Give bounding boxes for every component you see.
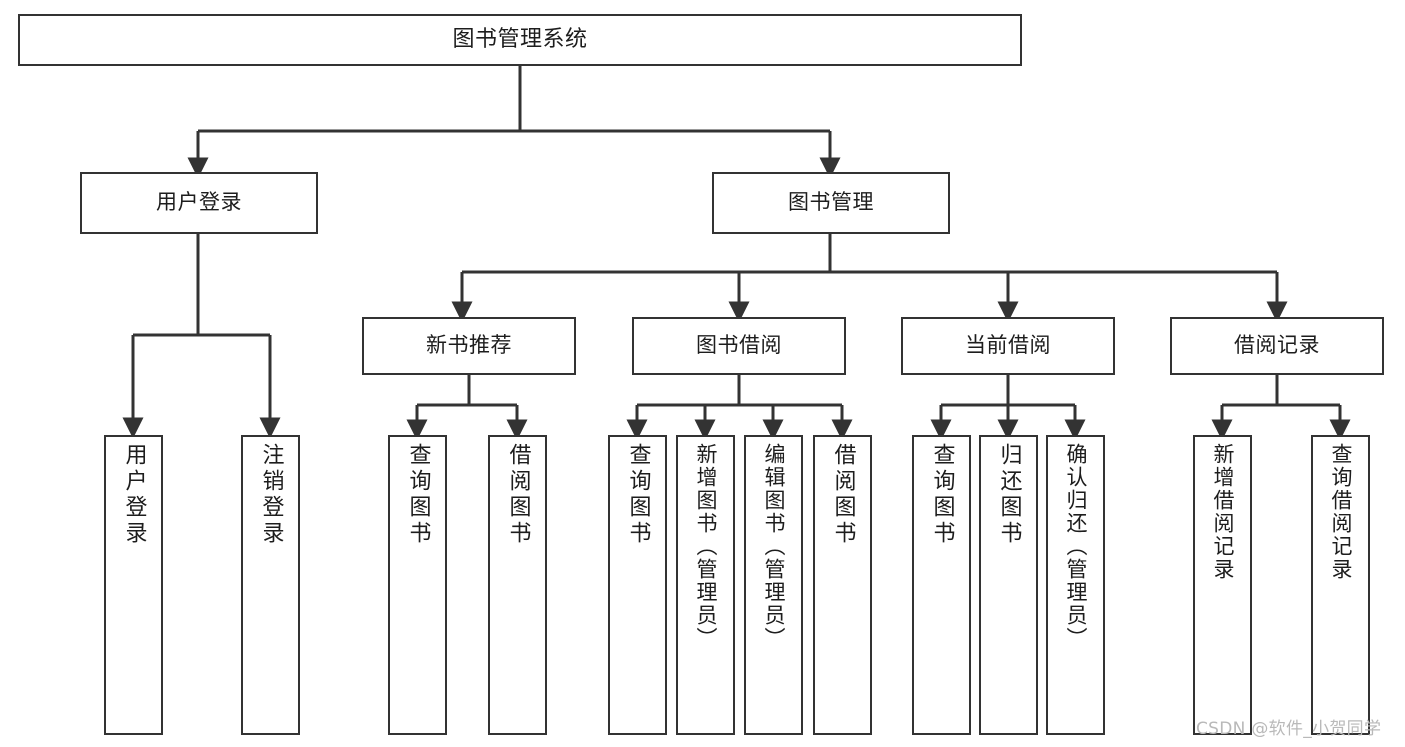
node-user-login[interactable]: 用户登录 bbox=[80, 172, 318, 234]
node-label: 借阅图书 bbox=[505, 443, 531, 547]
node-leaf-bb-query-book[interactable]: 查询图书 bbox=[608, 435, 667, 735]
node-label: 借阅图书 bbox=[830, 443, 856, 547]
node-leaf-user-login[interactable]: 用户登录 bbox=[104, 435, 163, 735]
node-label: 新增借阅记录 bbox=[1211, 443, 1235, 581]
node-label: 注销登录 bbox=[258, 443, 284, 547]
node-label: 当前借阅 bbox=[965, 333, 1051, 358]
node-label: 新增图书（管理员） bbox=[694, 443, 718, 650]
node-label: 用户登录 bbox=[156, 190, 242, 215]
csdn-watermark: CSDN @软件_小贺同学 bbox=[1196, 719, 1382, 739]
node-label: 查询图书 bbox=[929, 443, 955, 547]
node-label: 用户登录 bbox=[121, 443, 147, 547]
node-book-management[interactable]: 图书管理 bbox=[712, 172, 950, 234]
node-leaf-cb-confirm-return-admin[interactable]: 确认归还（管理员） bbox=[1046, 435, 1105, 735]
node-leaf-br-query-record[interactable]: 查询借阅记录 bbox=[1311, 435, 1370, 735]
node-leaf-cb-return-book[interactable]: 归还图书 bbox=[979, 435, 1038, 735]
node-label: 图书管理 bbox=[788, 190, 874, 215]
node-label: 查询借阅记录 bbox=[1329, 443, 1353, 581]
node-leaf-nbr-borrow-book[interactable]: 借阅图书 bbox=[488, 435, 547, 735]
node-label: 查询图书 bbox=[405, 443, 431, 547]
node-label: 借阅记录 bbox=[1234, 333, 1320, 358]
node-leaf-user-logout[interactable]: 注销登录 bbox=[241, 435, 300, 735]
node-label: 查询图书 bbox=[625, 443, 651, 547]
node-label: 新书推荐 bbox=[426, 333, 512, 358]
node-current-borrow[interactable]: 当前借阅 bbox=[901, 317, 1115, 375]
node-leaf-br-add-record[interactable]: 新增借阅记录 bbox=[1193, 435, 1252, 735]
node-label: 归还图书 bbox=[996, 443, 1022, 547]
node-leaf-cb-query-book[interactable]: 查询图书 bbox=[912, 435, 971, 735]
node-book-borrow[interactable]: 图书借阅 bbox=[632, 317, 846, 375]
node-leaf-bb-borrow-book[interactable]: 借阅图书 bbox=[813, 435, 872, 735]
node-label: 图书借阅 bbox=[696, 333, 782, 358]
node-label: 编辑图书（管理员） bbox=[762, 443, 786, 650]
node-new-book-recommendation[interactable]: 新书推荐 bbox=[362, 317, 576, 375]
node-leaf-bb-edit-book-admin[interactable]: 编辑图书（管理员） bbox=[744, 435, 803, 735]
node-borrow-record[interactable]: 借阅记录 bbox=[1170, 317, 1384, 375]
node-root-book-management-system[interactable]: 图书管理系统 bbox=[18, 14, 1022, 66]
node-leaf-nbr-query-book[interactable]: 查询图书 bbox=[388, 435, 447, 735]
node-label: 确认归还（管理员） bbox=[1064, 443, 1088, 650]
node-leaf-bb-add-book-admin[interactable]: 新增图书（管理员） bbox=[676, 435, 735, 735]
node-label: 图书管理系统 bbox=[452, 26, 588, 52]
